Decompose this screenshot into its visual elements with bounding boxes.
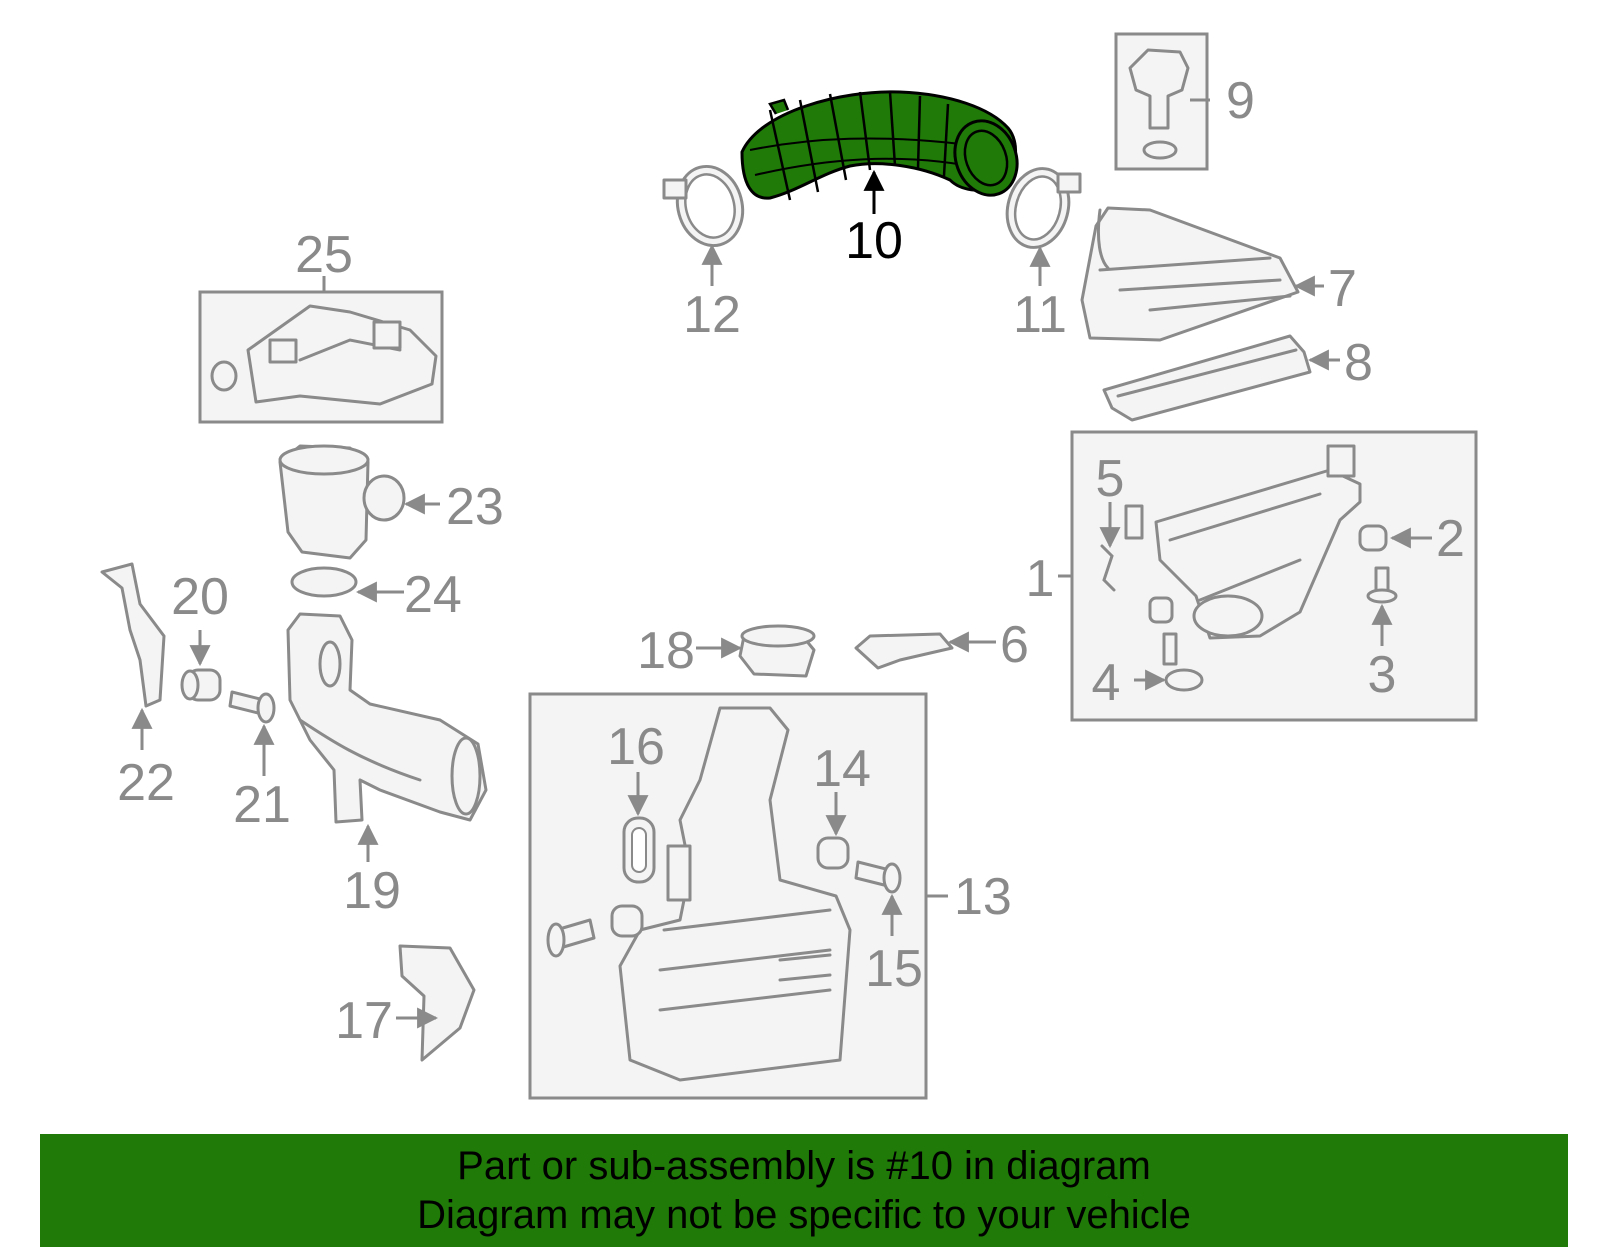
callout-21: 21 bbox=[233, 776, 291, 834]
airflow-sensor-part-9[interactable] bbox=[1128, 48, 1190, 160]
callout-25: 25 bbox=[295, 226, 353, 284]
grommet-part-14[interactable] bbox=[816, 836, 850, 870]
bolt-part-5[interactable] bbox=[1100, 504, 1174, 624]
callout-23: 23 bbox=[446, 478, 504, 536]
bracket-part-22[interactable] bbox=[100, 562, 166, 708]
resonator-part-13[interactable] bbox=[618, 706, 852, 1082]
air-intake-hose-part-10[interactable] bbox=[740, 90, 1027, 204]
callout-6: 6 bbox=[1000, 616, 1029, 674]
seal-part-24[interactable] bbox=[290, 566, 358, 598]
parts-diagram: 10 12 11 9 7 8 25 23 24 20 22 21 19 17 1… bbox=[100, 32, 1478, 1100]
adapter-part-18[interactable] bbox=[738, 624, 816, 678]
callout-9: 9 bbox=[1226, 72, 1255, 130]
callout-16: 16 bbox=[607, 718, 665, 776]
air-cleaner-case-part-1[interactable] bbox=[1154, 444, 1362, 640]
callout-1: 1 bbox=[1026, 550, 1055, 608]
callout-3: 3 bbox=[1368, 646, 1397, 704]
callout-14: 14 bbox=[813, 740, 871, 798]
bracket-part-6[interactable] bbox=[854, 632, 954, 670]
callout-24: 24 bbox=[404, 566, 462, 624]
callout-8: 8 bbox=[1344, 334, 1373, 392]
callout-10: 10 bbox=[845, 212, 903, 270]
hose-clamp-part-12[interactable] bbox=[662, 159, 751, 253]
air-filter-part-8[interactable] bbox=[1102, 334, 1312, 422]
bracket-part-17[interactable] bbox=[398, 944, 476, 1062]
bolt-part-13-left[interactable] bbox=[546, 904, 644, 958]
callout-13: 13 bbox=[954, 868, 1012, 926]
callout-15: 15 bbox=[865, 940, 923, 998]
callout-12: 12 bbox=[683, 286, 741, 344]
callout-20: 20 bbox=[171, 568, 229, 626]
grommet-part-2[interactable] bbox=[1358, 524, 1388, 552]
callout-19: 19 bbox=[343, 862, 401, 920]
callout-11: 11 bbox=[1013, 286, 1067, 344]
callout-17: 17 bbox=[335, 992, 393, 1050]
grommet-part-20[interactable] bbox=[180, 668, 222, 702]
air-cleaner-cover-part-7[interactable] bbox=[1080, 206, 1300, 342]
seal-part-16[interactable] bbox=[622, 816, 656, 884]
resonator-assembly-part-25[interactable] bbox=[210, 304, 438, 406]
intake-tube-part-19[interactable] bbox=[286, 612, 488, 824]
callout-5: 5 bbox=[1096, 450, 1125, 508]
callout-22: 22 bbox=[117, 754, 175, 812]
hose-clamp-part-11[interactable] bbox=[999, 162, 1082, 255]
banner-line-1: Part or sub-assembly is #10 in diagram bbox=[457, 1144, 1151, 1188]
bolt-part-3[interactable] bbox=[1366, 566, 1398, 604]
callout-18: 18 bbox=[637, 622, 695, 680]
intake-duct-part-23[interactable] bbox=[278, 444, 406, 560]
bolt-part-15[interactable] bbox=[854, 860, 902, 894]
part-info-banner: Part or sub-assembly is #10 in diagram D… bbox=[40, 1134, 1568, 1247]
callout-2: 2 bbox=[1436, 510, 1465, 568]
banner-line-2: Diagram may not be specific to your vehi… bbox=[417, 1193, 1191, 1237]
bolt-part-4[interactable] bbox=[1162, 632, 1204, 692]
callout-7: 7 bbox=[1328, 260, 1357, 318]
bolt-part-21[interactable] bbox=[228, 690, 276, 724]
callout-4: 4 bbox=[1092, 654, 1121, 712]
